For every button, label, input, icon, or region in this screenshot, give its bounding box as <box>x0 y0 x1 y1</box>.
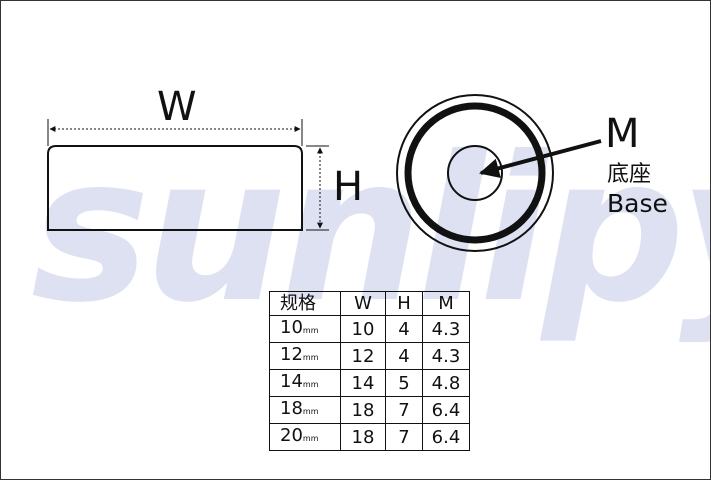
table-header-row: 规格 W H M <box>269 291 470 316</box>
m-label: M <box>605 111 640 157</box>
magnet-side-view <box>47 145 303 231</box>
outer-ring <box>396 94 554 252</box>
header-h: H <box>385 291 423 316</box>
table-row: 14mm 14 5 4.8 <box>269 369 470 397</box>
header-spec: 规格 <box>269 291 341 316</box>
base-label-chinese: 底座 <box>607 162 652 187</box>
table-row: 18mm 18 7 6.4 <box>269 396 470 424</box>
cell-size: 10mm <box>269 315 341 343</box>
table-row: 10mm 10 4 4.3 <box>269 315 470 343</box>
cell-w: 18 <box>340 396 386 424</box>
width-label: W <box>157 84 197 130</box>
cell-size: 20mm <box>269 423 341 451</box>
height-label: H <box>333 164 364 210</box>
cell-h: 7 <box>385 396 423 424</box>
cell-w: 14 <box>340 369 386 397</box>
header-w: W <box>340 291 386 316</box>
cell-m: 4.3 <box>422 342 470 370</box>
middle-ring <box>404 102 546 244</box>
cell-size: 18mm <box>269 396 341 424</box>
cell-size: 12mm <box>269 342 341 370</box>
table-row: 12mm 12 4 4.3 <box>269 342 470 370</box>
cell-m: 6.4 <box>422 396 470 424</box>
base-hole <box>447 145 503 201</box>
cell-h: 4 <box>385 342 423 370</box>
cell-size: 14mm <box>269 369 341 397</box>
cell-m: 4.3 <box>422 315 470 343</box>
table-row: 20mm 18 7 6.4 <box>269 423 470 451</box>
cell-w: 18 <box>340 423 386 451</box>
cell-w: 10 <box>340 315 386 343</box>
cell-w: 12 <box>340 342 386 370</box>
cell-h: 5 <box>385 369 423 397</box>
cell-m: 4.8 <box>422 369 470 397</box>
cell-h: 7 <box>385 423 423 451</box>
base-label-english: Base <box>607 189 668 218</box>
spec-table: 规格 W H M 10mm 10 4 4.3 12mm 12 4 4.3 14m… <box>269 291 470 451</box>
cell-h: 4 <box>385 315 423 343</box>
base-leader-arrow <box>479 139 602 179</box>
header-m: M <box>422 291 470 316</box>
cell-m: 6.4 <box>422 423 470 451</box>
